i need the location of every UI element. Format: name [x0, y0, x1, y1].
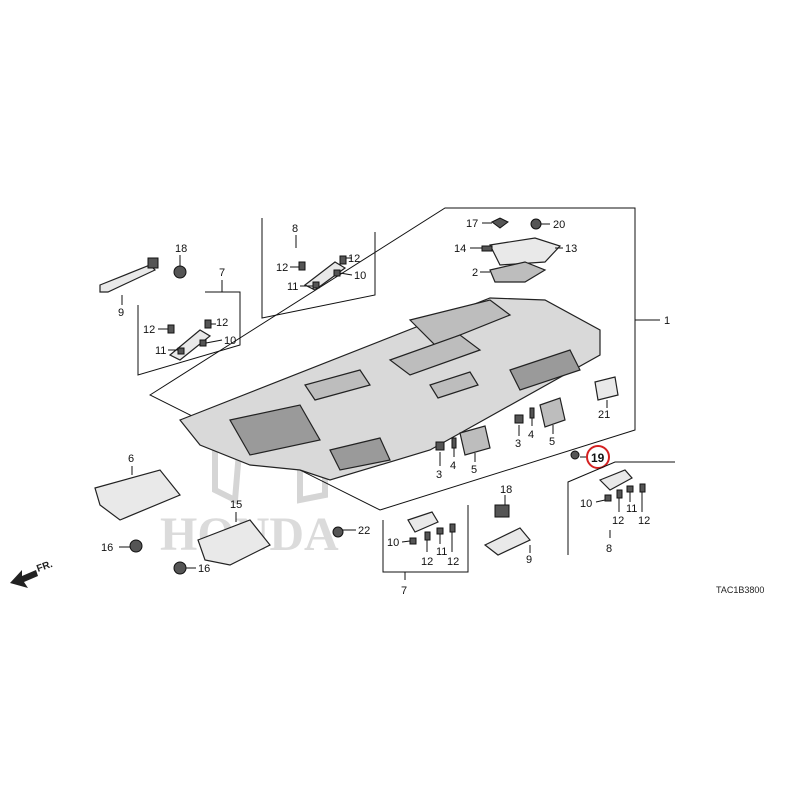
grab-handle-center: [407, 511, 456, 545]
label-19[interactable]: 19: [591, 451, 605, 465]
label-11-d: 11: [436, 546, 447, 558]
sun-visor-6: [94, 469, 181, 521]
label-12-b: 12: [348, 253, 360, 265]
box-8-bottom: [567, 461, 675, 555]
bracket-9-top: [99, 257, 187, 293]
label-11-c: 11: [626, 503, 637, 515]
top-parts-group: 17 20 14 13 2: [454, 217, 577, 283]
grab-handle-right: [598, 469, 646, 502]
label-2: 2: [472, 267, 478, 279]
label-9-bottom: 9: [526, 554, 532, 566]
clip-19: [570, 450, 580, 460]
label-12-g: 12: [421, 556, 433, 568]
sun-visor-15: [197, 519, 271, 566]
label-10-c: 10: [580, 498, 592, 510]
diagram-code: TAC1B3800: [716, 585, 764, 595]
label-14: 14: [454, 243, 466, 255]
label-5-left: 5: [471, 464, 477, 476]
label-4-left: 4: [450, 460, 456, 472]
label-5-right: 5: [549, 436, 555, 448]
front-arrow: FR.: [10, 559, 54, 588]
clips-right: [435, 397, 566, 456]
clip-17: [491, 217, 509, 229]
lamp-13: [489, 237, 562, 266]
label-15: 15: [230, 499, 242, 511]
label-22: 22: [358, 525, 370, 537]
label-12-c: 12: [143, 324, 155, 336]
label-17: 17: [466, 218, 478, 230]
screw-20: [530, 218, 542, 230]
label-12-a: 12: [276, 262, 288, 274]
label-13: 13: [565, 243, 577, 255]
label-4-right: 4: [528, 429, 534, 441]
screw-22: [332, 526, 344, 538]
label-21: 21: [598, 409, 610, 421]
label-20: 20: [553, 219, 565, 231]
label-3-left: 3: [436, 469, 442, 481]
front-arrow-label: FR.: [35, 559, 54, 575]
label-10-b: 10: [224, 335, 236, 347]
box-7-top: [137, 291, 241, 376]
label-11-b: 11: [155, 345, 166, 357]
holder-16-a: [129, 539, 143, 553]
grab-handle-front: [167, 319, 212, 361]
pad-21: [594, 376, 619, 401]
bracket-9-bottom: [483, 504, 531, 556]
label-12-h: 12: [447, 556, 459, 568]
label-3-right: 3: [515, 438, 521, 450]
label-9-top: 9: [118, 307, 124, 319]
label-12-e: 12: [612, 515, 624, 527]
label-10-d: 10: [387, 537, 399, 549]
label-10-a: 10: [354, 270, 366, 282]
holder-16-b: [173, 561, 187, 575]
screw-14: [481, 245, 493, 252]
box-7-bottom: [382, 505, 469, 573]
label-16-b: 16: [198, 563, 210, 575]
label-8-bottom: 8: [606, 543, 612, 555]
label-7-top: 7: [219, 267, 225, 279]
label-7-bottom: 7: [401, 585, 407, 597]
label-12-f: 12: [638, 515, 650, 527]
label-1: 1: [664, 315, 670, 327]
label-16-a: 16: [101, 542, 113, 554]
headliner-part: [179, 297, 601, 481]
grab-handle-rear: [298, 255, 347, 291]
headliner-outline: [148, 207, 636, 511]
box-8-top: [261, 218, 376, 319]
label-12-d: 12: [216, 317, 228, 329]
label-8-top: 8: [292, 223, 298, 235]
label-11-a: 11: [287, 281, 298, 293]
lens-2: [489, 261, 547, 283]
label-18-bottom: 18: [500, 484, 512, 496]
label-18-top: 18: [175, 243, 187, 255]
highlight-circle-19[interactable]: [586, 445, 610, 469]
label-6: 6: [128, 453, 134, 465]
